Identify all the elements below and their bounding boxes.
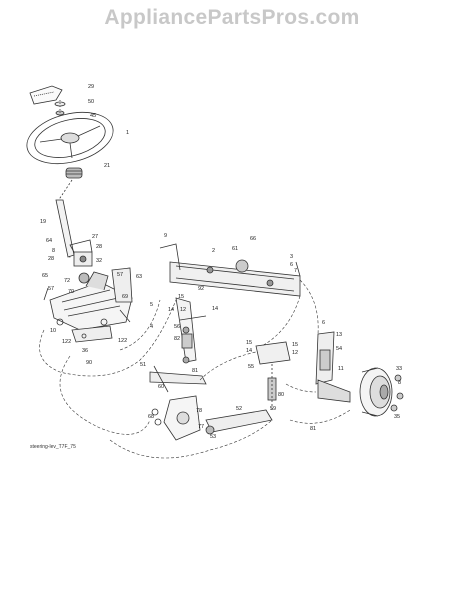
callout-15: 15 xyxy=(178,294,184,300)
diagram-caption: steering-lev_T7F_75 xyxy=(30,444,76,450)
steering-link-left xyxy=(175,297,207,364)
callout-2: 2 xyxy=(212,248,215,254)
callout-35: 35 xyxy=(394,414,400,420)
callout-81: 81 xyxy=(192,368,198,374)
callout-12: 12 xyxy=(180,307,186,313)
callout-13: 13 xyxy=(336,332,342,338)
callout-36: 36 xyxy=(82,348,88,354)
callout-15c: 15 xyxy=(292,342,298,348)
callout-12b: 12 xyxy=(292,350,298,356)
callout-70: 70 xyxy=(68,289,74,295)
callout-65: 65 xyxy=(42,273,48,279)
steering-gear-plate xyxy=(43,267,133,331)
steering-wheel-cap xyxy=(29,85,63,105)
callout-labels: 29 50 45 1 21 19 64 27 28 28 32 8 72 70 … xyxy=(40,84,402,440)
callout-10: 10 xyxy=(50,328,56,334)
callout-92: 92 xyxy=(198,286,204,292)
callout-66: 66 xyxy=(250,236,256,242)
callout-51: 51 xyxy=(140,362,146,368)
callout-78: 78 xyxy=(196,408,202,414)
callout-11: 11 xyxy=(338,366,344,372)
callout-72: 72 xyxy=(64,278,70,284)
callout-21: 21 xyxy=(104,163,110,169)
callout-59: 59 xyxy=(270,406,276,412)
front-wheel xyxy=(359,367,393,417)
callout-122: 122 xyxy=(62,339,71,345)
callout-57: 57 xyxy=(48,286,54,292)
callout-8b: 8 xyxy=(398,380,401,386)
steering-support-bracket xyxy=(69,239,93,267)
callout-6: 6 xyxy=(290,262,293,268)
callout-82: 82 xyxy=(174,336,180,342)
callout-54: 54 xyxy=(336,346,342,352)
callout-28b: 28 xyxy=(48,256,54,262)
callout-56: 56 xyxy=(174,324,180,330)
callout-27: 27 xyxy=(92,234,98,240)
callout-63: 63 xyxy=(136,274,142,280)
wheel-washers xyxy=(390,374,404,412)
callout-90: 90 xyxy=(86,360,92,366)
callout-6b: 6 xyxy=(322,320,325,326)
callout-68: 68 xyxy=(148,414,154,420)
callout-8: 8 xyxy=(52,248,55,254)
callout-5: 5 xyxy=(150,302,153,308)
steering-shaft xyxy=(55,179,75,259)
callout-52: 52 xyxy=(236,406,242,412)
tie-rod xyxy=(205,409,273,435)
callout-81b: 81 xyxy=(310,426,316,432)
right-spindle-bracket xyxy=(255,341,291,410)
callout-9: 9 xyxy=(164,233,167,239)
front-axle-bar xyxy=(159,243,301,297)
callout-29: 29 xyxy=(88,84,94,90)
callout-3: 3 xyxy=(290,254,293,260)
callout-15b: 15 xyxy=(246,340,252,346)
callout-14b: 14 xyxy=(212,306,218,312)
callout-61: 61 xyxy=(232,246,238,252)
callout-57b: 57 xyxy=(117,272,123,278)
pivot-bracket xyxy=(71,325,113,343)
callout-80: 80 xyxy=(278,392,284,398)
steering-wheel xyxy=(26,111,114,165)
callout-19: 19 xyxy=(40,219,46,225)
callout-45: 45 xyxy=(90,113,96,119)
callout-14: 14 xyxy=(168,307,174,313)
callout-33: 33 xyxy=(396,366,402,372)
spindle-arm xyxy=(315,331,351,403)
callout-53: 53 xyxy=(210,434,216,440)
callout-122b: 122 xyxy=(118,338,127,344)
callout-77: 77 xyxy=(198,424,204,430)
site-watermark: AppliancePartsPros.com xyxy=(104,6,360,29)
callout-14c: 14 xyxy=(246,348,252,354)
callout-1: 1 xyxy=(126,130,129,136)
callout-64: 64 xyxy=(46,238,52,244)
callout-60: 60 xyxy=(158,384,164,390)
center-plate xyxy=(151,395,201,441)
callout-4: 4 xyxy=(150,324,153,330)
callout-7: 7 xyxy=(294,268,297,274)
callout-69: 69 xyxy=(122,294,128,300)
callout-50: 50 xyxy=(88,99,94,105)
drag-link xyxy=(149,365,207,393)
callout-55: 55 xyxy=(248,364,254,370)
callout-28: 28 xyxy=(96,244,102,250)
steering-adapter xyxy=(65,167,83,179)
connector-dashes xyxy=(39,279,351,459)
callout-32: 32 xyxy=(96,258,102,264)
steering-nut-stack xyxy=(54,100,66,118)
